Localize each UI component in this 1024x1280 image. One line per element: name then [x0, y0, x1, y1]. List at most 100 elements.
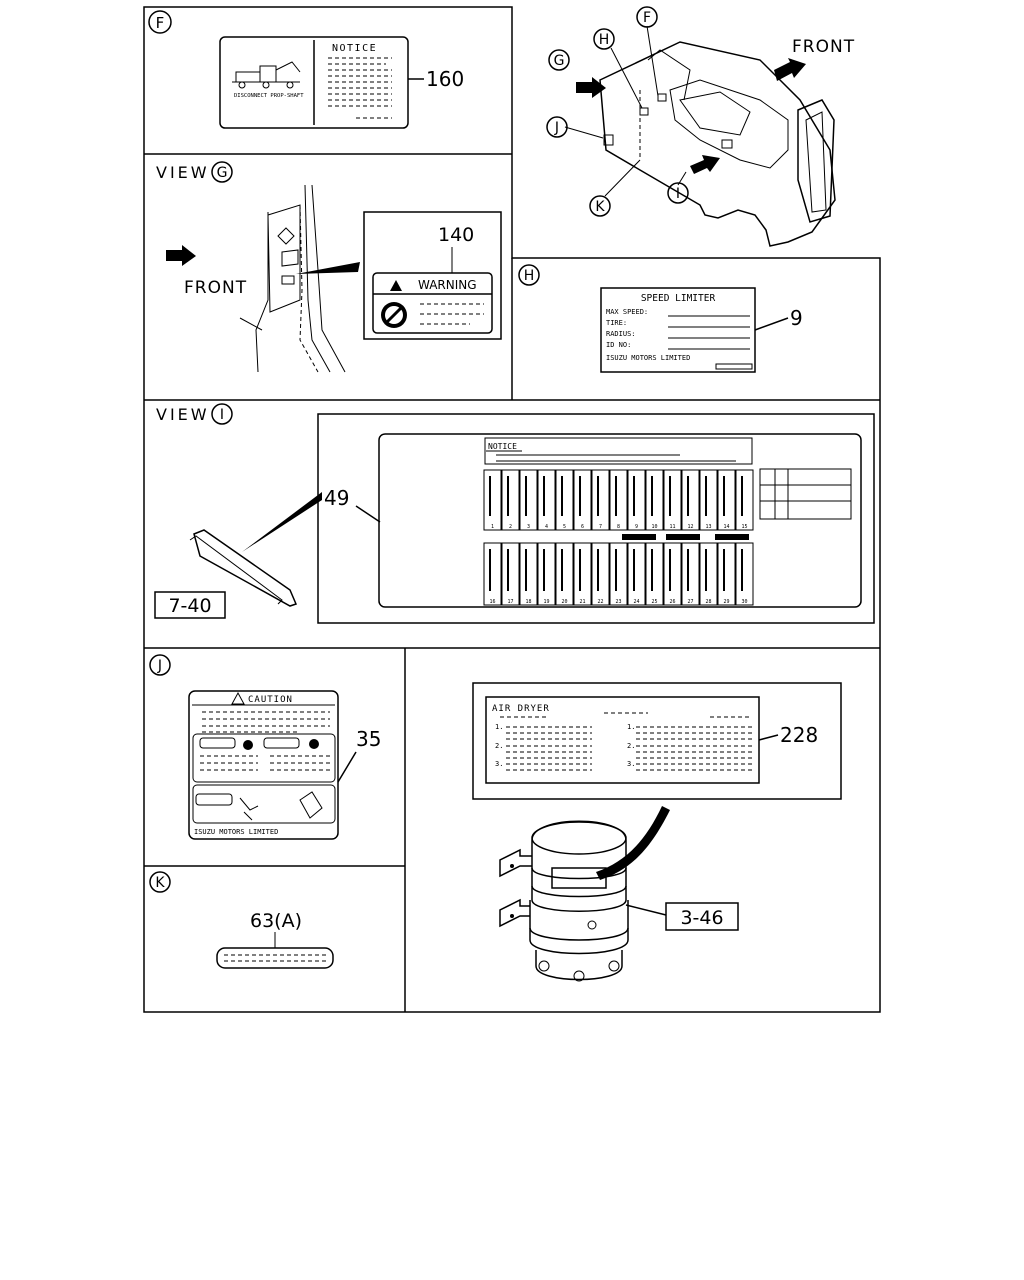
fuse-slot	[609, 469, 628, 531]
notice-heading: NOTICE	[332, 43, 377, 54]
fuse-notice-heading: NOTICE	[488, 442, 517, 451]
fuse-slot	[519, 469, 538, 531]
door-outline	[797, 99, 835, 223]
fuse-number: 13	[705, 524, 711, 530]
fuse-slot	[645, 469, 664, 531]
view-i-arrow-icon	[690, 155, 720, 174]
fuse-label-frame	[317, 413, 875, 624]
fuse-number: 16	[489, 599, 495, 605]
ref-box-7-40	[154, 591, 226, 619]
warning-triangle-icon	[390, 280, 402, 291]
speed-field-max-speed: MAX SPEED:	[606, 308, 648, 316]
fuse-number: 8	[617, 524, 620, 530]
part-number-160: 160	[426, 67, 464, 91]
fuse-number: 5	[563, 524, 566, 530]
marker-k: K	[155, 875, 165, 891]
fuse-slot	[555, 542, 574, 606]
marker-j: J	[157, 658, 162, 674]
fuse-slot	[699, 542, 718, 606]
fuse-slot	[663, 469, 682, 531]
fuse-slot	[483, 542, 502, 606]
truck-icon	[232, 61, 301, 89]
notice-caption: DISCONNECT PROP-SHAFT	[234, 93, 304, 99]
ref-3-46: 3-46	[680, 907, 723, 929]
warning-label-box	[363, 211, 502, 340]
fuse-slot	[483, 469, 502, 531]
cab-outline	[599, 41, 836, 247]
air-dryer-label-frame	[472, 682, 842, 800]
view-g-arrow-icon	[576, 77, 606, 98]
fuse-slot	[717, 469, 736, 531]
part-number-228: 228	[780, 723, 818, 747]
part-number-9: 9	[790, 306, 803, 330]
view-g-front-arrow-icon	[166, 245, 196, 266]
warning-heading: WARNING	[418, 278, 477, 292]
fuse-number: 27	[687, 599, 693, 605]
fuse-number: 24	[633, 599, 639, 605]
fuse-number: 28	[705, 599, 711, 605]
part-number-49: 49	[324, 486, 349, 510]
marker-i: I	[220, 407, 224, 423]
gear-icon	[243, 740, 253, 750]
overview-marker-i: I	[676, 186, 680, 202]
caution-heading: CAUTION	[248, 695, 293, 705]
right-step-1: 1.	[627, 723, 635, 731]
caution-label-35	[188, 690, 339, 840]
fuse-slot	[555, 469, 574, 531]
fuse-number: 21	[579, 599, 585, 605]
overview-marker-f: F	[643, 10, 651, 26]
small-label-63a	[216, 947, 334, 969]
marker-h: H	[524, 268, 535, 284]
left-step-1: 1.	[495, 723, 503, 731]
left-step-3: 3.	[495, 760, 503, 768]
caution-triangle-icon	[231, 691, 245, 705]
fuse-slot	[519, 542, 538, 606]
warning-label-140	[372, 272, 493, 334]
fuse-slot	[627, 542, 646, 606]
fuse-number: 18	[525, 599, 531, 605]
air-dryer-unit	[499, 820, 629, 982]
cab-overview: FRONT F G H J K I	[546, 6, 854, 247]
fuse-number: 22	[597, 599, 603, 605]
fuse-number: 26	[669, 599, 675, 605]
fuse-number: 25	[651, 599, 657, 605]
overview-marker-j: J	[554, 120, 559, 136]
panel-g: VIEW G FRONT 140 WARNING	[156, 161, 502, 373]
fuse-slot	[681, 469, 700, 531]
part-number-63a: 63(A)	[250, 910, 302, 932]
speed-limiter-footer: ISUZU MOTORS LIMITED	[606, 354, 690, 362]
left-step-2: 2.	[495, 742, 503, 750]
fuse-number: 12	[687, 524, 693, 530]
panel-j: J CAUTION ISUZU MOTORS LIMITED 35	[149, 654, 381, 840]
fuse-slot	[735, 469, 754, 531]
fuse-number: 29	[723, 599, 729, 605]
view-g-label: VIEW	[156, 163, 210, 182]
fuse-slot	[591, 469, 610, 531]
fuse-slot	[537, 469, 556, 531]
front-arrow-icon	[774, 58, 806, 81]
pillar-drawing	[239, 184, 346, 373]
view-g-front-label: FRONT	[184, 278, 247, 298]
fuse-number: 3	[527, 524, 530, 530]
overview-marker-h: H	[599, 32, 610, 48]
fuse-number: 7	[599, 524, 602, 530]
fuse-number: 20	[561, 599, 567, 605]
marker-g: G	[217, 165, 228, 181]
caution-footer: ISUZU MOTORS LIMITED	[194, 828, 278, 836]
ref-7-40: 7-40	[168, 595, 211, 617]
marker-f-circle	[148, 10, 172, 34]
part-number-35: 35	[356, 727, 381, 751]
fuse-number: 15	[741, 524, 747, 530]
right-step-2: 2.	[627, 742, 635, 750]
fuse-slot	[627, 469, 646, 531]
caution-text-lines	[202, 711, 330, 733]
fuse-number: 10	[651, 524, 657, 530]
fuse-number: 2	[509, 524, 512, 530]
fuse-notice-label	[378, 433, 862, 608]
part-number-140: 140	[438, 224, 474, 246]
gear-icon	[309, 739, 319, 749]
overview-marker-g: G	[554, 53, 565, 69]
fuse-cover-part	[193, 529, 298, 607]
fuse-slot	[645, 542, 664, 606]
